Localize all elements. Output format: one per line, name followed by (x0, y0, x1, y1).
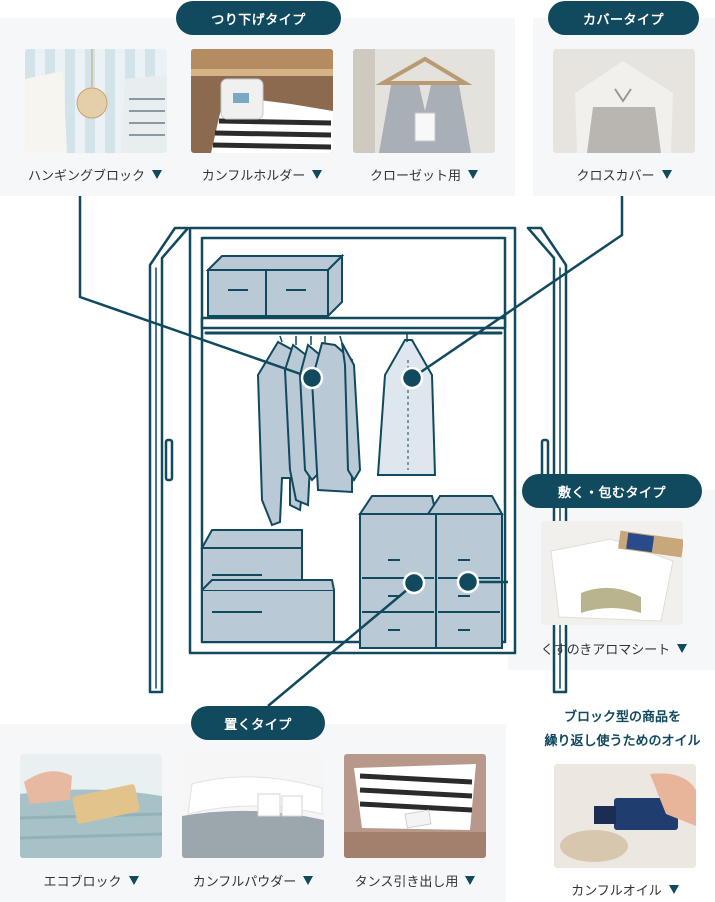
product-link-label: カンフルオイル (571, 883, 662, 899)
product-link-camphor-holder[interactable]: カンフルホルダー (182, 161, 342, 187)
triangle-down-icon (668, 884, 679, 894)
refill-note-line1: ブロック型の商品を (563, 710, 681, 725)
eco-block-photo[interactable] (20, 754, 162, 858)
hanging-type-label: つり下げタイプ (176, 1, 341, 35)
product-link-label: タンス引き出し用 (354, 874, 459, 890)
drawer-use-photo[interactable] (344, 754, 486, 858)
closet-use-photo[interactable] (353, 49, 495, 153)
triangle-down-icon (303, 875, 314, 885)
triangle-down-icon (128, 875, 139, 885)
camphor-aroma-sheet-photo[interactable] (541, 521, 683, 625)
product-link-label: クローゼット用 (369, 168, 461, 184)
product-link-label: カンフルホルダー (201, 168, 306, 184)
camphor-oil-photo[interactable] (554, 764, 696, 868)
product-link-camphor-oil[interactable]: カンフルオイル (545, 876, 705, 902)
product-link-hanging-block[interactable]: ハンギングブロック (15, 161, 175, 187)
refill-note-line2: 繰り返し使うためのオイル (544, 734, 701, 749)
laying-type-label: 敷く・包むタイプ (522, 474, 702, 508)
camphor-powder-photo[interactable] (182, 754, 324, 858)
product-link-label: カンフルパウダー (192, 874, 297, 890)
product-link-cloth-cover[interactable]: クロスカバー (544, 161, 704, 187)
placing-type-label: 置くタイプ (191, 706, 325, 740)
cloth-cover-photo[interactable] (553, 49, 695, 153)
product-link-label: エコブロック (43, 874, 122, 890)
triangle-down-icon (152, 169, 162, 179)
product-link-drawer-use[interactable]: タンス引き出し用 (335, 867, 495, 893)
triangle-down-icon (677, 643, 688, 653)
triangle-down-icon (661, 169, 672, 179)
product-link-camphor-powder[interactable]: カンフルパウダー (173, 867, 333, 893)
cover-type-label: カバータイプ (548, 1, 699, 35)
triangle-down-icon (468, 169, 478, 179)
triangle-down-icon (312, 169, 323, 179)
triangle-down-icon (465, 875, 476, 885)
product-link-camphor-aroma-sheet[interactable]: くすのきアロマシート (528, 635, 700, 661)
product-link-label: クロスカバー (576, 168, 655, 184)
refill-note: ブロック型の商品を 繰り返し使うためのオイル (530, 706, 715, 754)
product-link-eco-block[interactable]: エコブロック (11, 867, 171, 893)
camphor-holder-photo[interactable] (191, 49, 333, 153)
product-link-label: ハンギングブロック (27, 168, 145, 184)
product-link-label: くすのきアロマシート (540, 642, 671, 658)
hanging-block-photo[interactable] (25, 49, 167, 153)
product-link-closet-use[interactable]: クローゼット用 (344, 161, 504, 187)
